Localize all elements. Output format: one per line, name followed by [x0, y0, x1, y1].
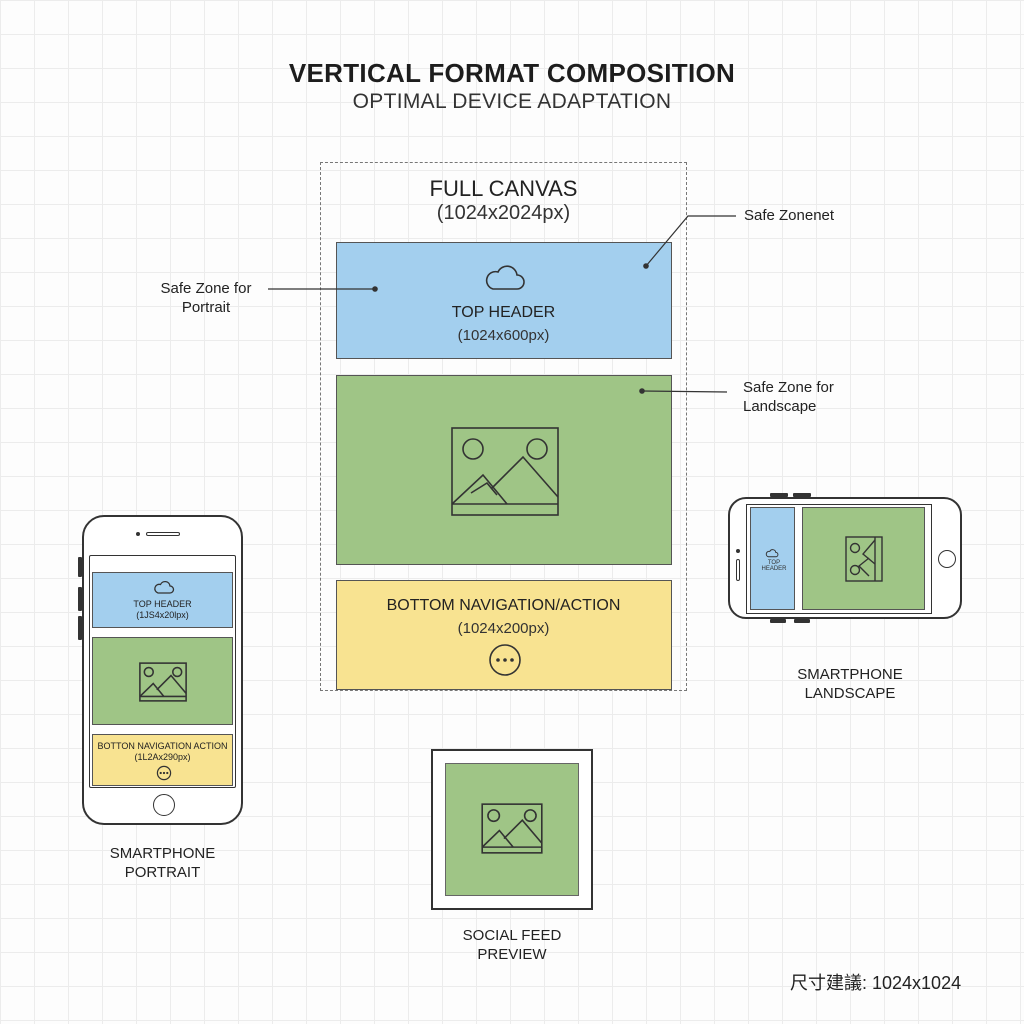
side-button	[794, 619, 810, 623]
cloud-icon	[765, 549, 779, 558]
landscape-header-zone: TOP HEADER	[750, 507, 795, 610]
side-button	[770, 619, 786, 623]
bottom-navigation-size: (1024x200px)	[457, 620, 550, 637]
portrait-header-size: (1JS4x20lpx)	[136, 610, 189, 620]
home-button	[153, 794, 175, 816]
side-button	[770, 493, 788, 497]
main-content-zone	[336, 375, 672, 565]
side-button	[78, 557, 82, 577]
full-canvas-frame	[320, 162, 687, 691]
home-button	[938, 550, 956, 568]
portrait-bottom-zone: BOTTON NAVIGATION ACTION (1L2Ax290px)	[92, 734, 233, 786]
smartphone-landscape-device: TOP HEADER	[728, 493, 962, 623]
bottom-navigation-label: BOTTOM NAVIGATION/ACTION	[386, 597, 621, 614]
canvas-size: (1024x2024px)	[436, 202, 571, 224]
landscape-caption: SMARTPHONE LANDSCAPE	[797, 666, 903, 702]
image-placeholder-icon	[139, 662, 187, 702]
portrait-screen: TOP HEADER (1JS4x20lpx) BOTTON NAVIGATIO…	[89, 555, 236, 788]
safe-zone-portrait-annotation: Safe Zone for Portrait	[160, 280, 252, 316]
safe-zone-net-annotation: Safe Zonenet	[744, 207, 835, 224]
diagram-title: VERTICAL FORMAT COMPOSITION	[288, 58, 736, 88]
image-placeholder-icon	[845, 536, 883, 582]
landscape-header-label: TOP HEADER	[761, 560, 787, 572]
camera-dot	[736, 549, 740, 553]
top-header-zone: TOP HEADER (1024x600px)	[336, 242, 672, 359]
social-caption: SOCIAL FEED PREVIEW	[462, 927, 562, 963]
portrait-bottom-label: BOTTON NAVIGATION ACTION	[97, 741, 228, 751]
landscape-content-zone	[802, 507, 925, 610]
portrait-caption: SMARTPHONE PORTRAIT	[109, 845, 216, 881]
portrait-bottom-size: (1L2Ax290px)	[134, 752, 191, 762]
side-button	[78, 587, 82, 611]
landscape-screen: TOP HEADER	[746, 504, 932, 614]
dimensions-note: 尺寸建議: 1024x1024	[790, 973, 962, 993]
top-header-label: TOP HEADER	[451, 304, 556, 321]
smartphone-portrait-device: TOP HEADER (1JS4x20lpx) BOTTON NAVIGATIO…	[78, 515, 243, 825]
safe-zone-landscape-annotation: Safe Zone for Landscape	[743, 379, 834, 415]
social-feed-content-zone	[445, 763, 579, 896]
more-options-icon	[489, 644, 521, 676]
image-placeholder-icon	[451, 427, 559, 516]
side-button	[78, 616, 82, 640]
cloud-icon	[154, 580, 175, 594]
speaker-slot	[146, 532, 180, 536]
portrait-header-label: TOP HEADER	[133, 599, 192, 609]
image-placeholder-icon	[481, 803, 543, 854]
portrait-header-zone: TOP HEADER (1JS4x20lpx)	[92, 572, 233, 628]
camera-dot	[136, 532, 140, 536]
more-options-icon	[156, 765, 172, 781]
cloud-icon	[485, 265, 525, 290]
bottom-navigation-zone: BOTTOM NAVIGATION/ACTION (1024x200px)	[336, 580, 672, 690]
top-header-size: (1024x600px)	[457, 327, 550, 344]
speaker-slot	[736, 559, 740, 581]
portrait-content-zone	[92, 637, 233, 725]
diagram-subtitle: OPTIMAL DEVICE ADAPTATION	[352, 90, 672, 113]
side-button	[793, 493, 811, 497]
canvas-title: FULL CANVAS	[429, 176, 578, 201]
